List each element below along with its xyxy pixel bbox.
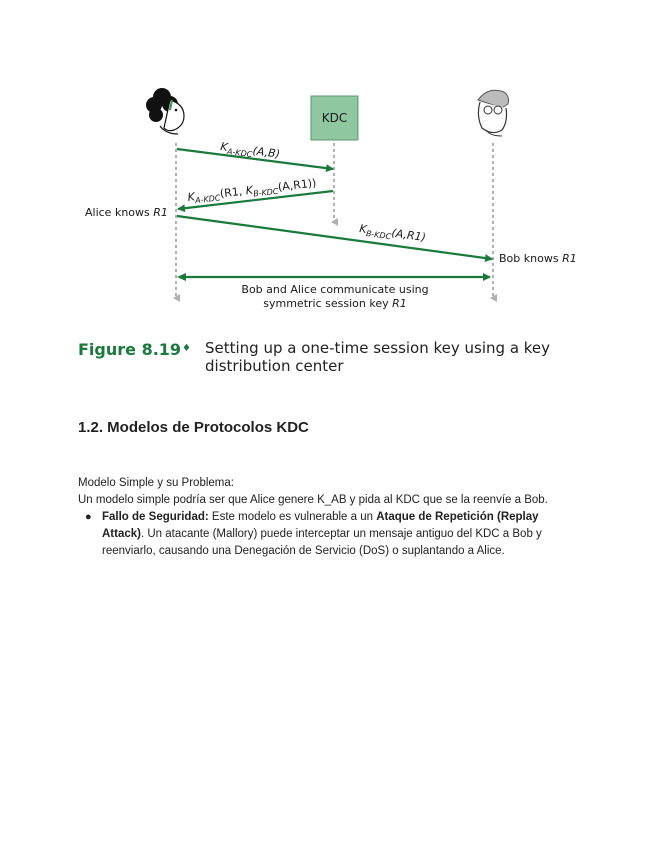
bullet-bold-label: Fallo de Seguridad: (102, 511, 209, 523)
body-content: Modelo Simple y su Problema: Un modelo s… (78, 475, 578, 560)
communicate-line1: Bob and Alice communicate using (241, 283, 428, 296)
communicate-line2: symmetric session key R1 (263, 297, 407, 310)
body-intro: Un modelo simple podría ser que Alice ge… (78, 492, 578, 509)
caption-bullet: ♦ (182, 343, 191, 354)
body-bullet-list: ● Fallo de Seguridad: Este modelo es vul… (78, 509, 578, 560)
list-item: ● Fallo de Seguridad: Este modelo es vul… (102, 509, 578, 560)
bob-figure (478, 90, 509, 136)
alice-knows-label: Alice knows R1 (85, 206, 168, 219)
body-heading: Modelo Simple y su Problema: (78, 475, 578, 492)
caption-text: Setting up a one-time session key using … (205, 339, 595, 375)
alice-figure (146, 88, 184, 134)
bullet-dot: ● (85, 509, 92, 526)
msg2-label: KA-KDC(R1, KB-KDC(A,R1)) (187, 176, 317, 206)
bullet-text-2: . Un atacante (Mallory) puede intercepta… (102, 528, 542, 557)
section-title: 1.2. Modelos de Protocolos KDC (78, 419, 309, 436)
figure-number: Figure 8.19 (78, 340, 181, 359)
kdc-sequence-diagram: KDC KA-KDC(A,B) KA-KDC(R1, KB-KDC(A,R1))… (0, 0, 655, 320)
kdc-label: KDC (322, 111, 348, 125)
arrow-alice-to-bob (177, 216, 492, 259)
bullet-text-1: Este modelo es vulnerable a un (209, 511, 377, 523)
bob-knows-label: Bob knows R1 (499, 252, 577, 265)
